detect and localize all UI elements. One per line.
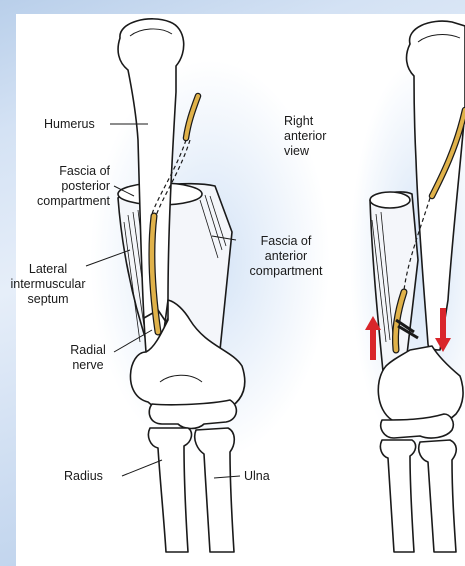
right-ulna [419,440,457,552]
right-fascia-opening [370,192,410,208]
view-label: Right anterior view [284,114,326,159]
left-ulna [195,428,235,552]
label-lateral-septum: Lateral intermuscular septum [4,262,92,307]
label-fascia-anterior: Fascia of anterior compartment [240,234,332,279]
leader-radius [122,460,162,476]
label-radial-nerve: Radial nerve [56,343,120,373]
label-fascia-posterior: Fascia of posterior compartment [10,164,110,209]
label-humerus: Humerus [44,117,95,132]
right-radius [380,440,415,552]
label-ulna: Ulna [244,469,270,484]
label-radius: Radius [64,469,103,484]
